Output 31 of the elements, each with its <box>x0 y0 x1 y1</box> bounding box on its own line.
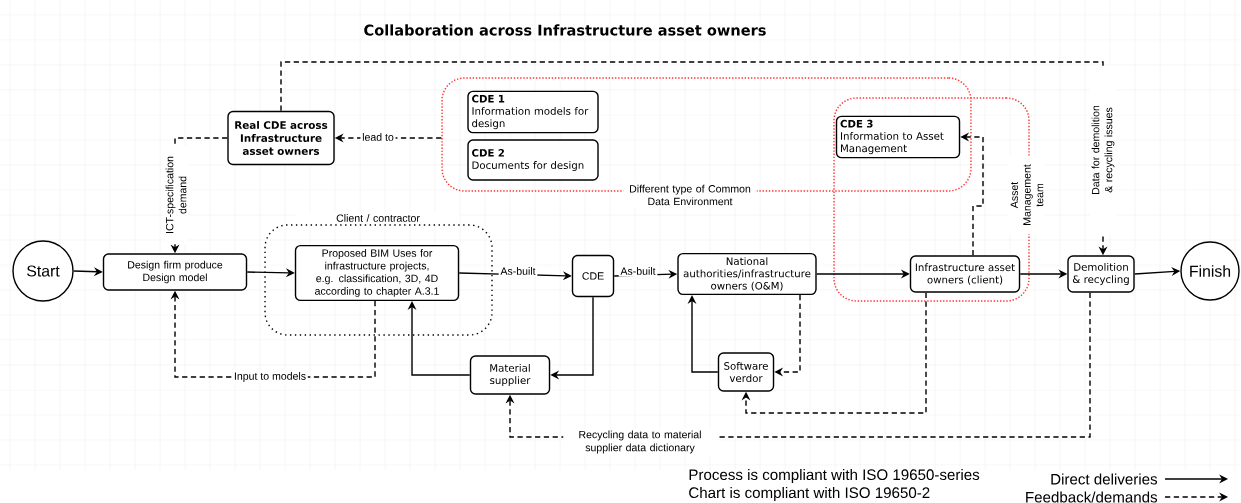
process-box: Real CDE across Infrastructure asset owners <box>227 110 335 166</box>
edge-label: Recycling data to material supplier data dictionary <box>563 428 717 456</box>
process-box: CDE 2 Documents for design <box>467 139 599 181</box>
legend-entry: Direct deliveries <box>1051 473 1228 485</box>
process-box: Proposed BIM Uses for infrastructure projects, e.g. classification, 3D, 4D according to chapter A.3.1 <box>294 244 460 302</box>
arrow <box>741 292 927 414</box>
node-label: team <box>1036 183 1044 207</box>
edge-label: As-built <box>498 265 538 277</box>
process-box: CDE 3 Information to Asset Management <box>835 115 961 159</box>
process-box: National authorities/infrastructure owners (O&M) <box>677 252 817 296</box>
node-label: Client / contractor <box>336 214 420 222</box>
node-label: Finish <box>1190 265 1231 277</box>
process-box: Design firm produce Design model <box>102 253 248 291</box>
edge-label: As-built <box>618 265 658 277</box>
edge-label: Data for demolition & recycling issues <box>1089 65 1117 235</box>
note-text: Chart is compliant with ISO 19650-2 <box>689 486 930 502</box>
edge-label: lead to <box>360 131 396 143</box>
legend-entry: Feedback/demands <box>1026 491 1228 503</box>
process-box: Infrastructure asset owners (client) <box>909 255 1021 293</box>
process-box: Demolition & recycling <box>1067 255 1135 293</box>
process-box: Software verdor <box>717 352 775 392</box>
node-label: Data Environment <box>648 197 733 206</box>
process-box: Material supplier <box>469 355 551 395</box>
edge-label: Input to models <box>232 370 308 384</box>
process-box: CDE <box>571 254 615 298</box>
edge-label: ICT-specification demand <box>163 145 189 245</box>
title: Collaboration across Infrastructure asset owners <box>364 24 766 36</box>
note-text: Process is compliant with ISO 19650-series <box>689 468 980 484</box>
arrow <box>407 301 471 376</box>
process-box: CDE 1 Information models for design <box>467 90 599 134</box>
arrow <box>687 295 719 373</box>
